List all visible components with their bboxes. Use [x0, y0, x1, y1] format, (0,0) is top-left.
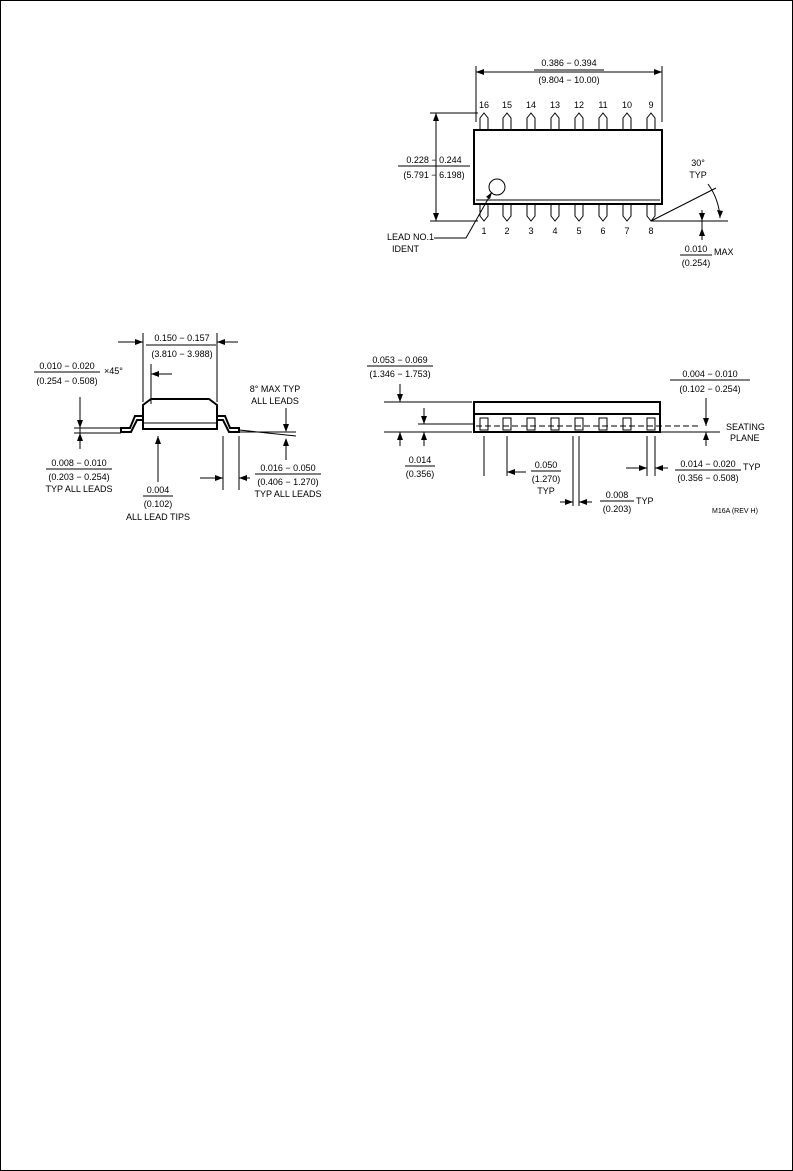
- end-view: 0.150 − 0.157 (3.810 − 3.988) 0.010 − 0.…: [34, 333, 322, 522]
- pin-13-label: 13: [550, 100, 560, 110]
- package-body-top: [473, 129, 663, 205]
- foot-length-inch: 0.016 − 0.050: [260, 463, 315, 473]
- height-mm: (1.346 − 1.753): [369, 369, 430, 379]
- lead-width-inch: 0.014 − 0.020: [680, 459, 735, 469]
- pin-7-label: 7: [624, 226, 629, 236]
- pin-4-label: 4: [552, 226, 557, 236]
- max-suffix: MAX: [714, 247, 734, 257]
- pin-16-label: 16: [479, 100, 489, 110]
- pin-12-label: 12: [574, 100, 584, 110]
- lead-tip-note: ALL LEAD TIPS: [126, 512, 190, 522]
- length-inch: 0.386 − 0.394: [541, 58, 596, 68]
- chamfer-mm: (0.254 − 0.508): [36, 376, 97, 386]
- chamfer-inch: 0.010 − 0.020: [39, 361, 94, 371]
- top-view: 0.386 − 0.394 (9.804 − 10.00) 16 15 14 1…: [387, 58, 734, 268]
- length-mm: (9.804 − 10.00): [538, 75, 599, 85]
- pin-5-label: 5: [576, 226, 581, 236]
- angle-8-note: ALL LEADS: [251, 396, 299, 406]
- angle-30: 30°: [691, 158, 705, 168]
- seating-plane-1: SEATING: [726, 422, 765, 432]
- pin-8-label: 8: [648, 226, 653, 236]
- lead-tip-mm: (0.102): [144, 499, 173, 509]
- lead-ident-line1: LEAD NO.1: [387, 232, 434, 242]
- lead-tip-inch: 0.004: [147, 485, 170, 495]
- standoff-mm: (0.102 − 0.254): [679, 384, 740, 394]
- side-leads: [479, 417, 656, 431]
- pitch-mm: (1.270): [532, 474, 561, 484]
- lead-row: [473, 413, 661, 433]
- height-inch: 0.053 − 0.069: [372, 355, 427, 365]
- lead-height-mm: (0.356): [406, 469, 435, 479]
- lead-ident-line2: IDENT: [392, 244, 420, 254]
- angle-typ: TYP: [689, 170, 707, 180]
- pin-11-label: 11: [598, 100, 607, 110]
- bottom-pin-numbers: 1 2 3 4 5 6 7 8: [481, 226, 653, 236]
- lead-t-mm: (0.203): [603, 504, 632, 514]
- chamfer-suffix: ×45°: [104, 366, 123, 376]
- lead-1-ident-dot: [488, 178, 506, 196]
- pin-9-label: 9: [648, 100, 653, 110]
- pin-1-label: 1: [481, 226, 486, 236]
- drawing-ref: M16A (REV H): [712, 508, 758, 515]
- pin-15-label: 15: [502, 100, 512, 110]
- lead-thickness-inch: 0.008 − 0.010: [51, 458, 106, 468]
- pin-6-label: 6: [600, 226, 605, 236]
- right-lead: [217, 415, 240, 433]
- pin-2-label: 2: [504, 226, 509, 236]
- max-inch: 0.010: [685, 244, 708, 254]
- lead-thickness-mm: (0.203 − 0.254): [48, 472, 109, 482]
- max-mm: (0.254): [682, 258, 711, 268]
- pin-10-label: 10: [622, 100, 632, 110]
- lead-t-typ: TYP: [636, 496, 654, 506]
- pin-14-label: 14: [526, 100, 536, 110]
- package-body-end: [142, 398, 218, 430]
- seating-plane-2: PLANE: [730, 433, 760, 443]
- left-lead: [120, 415, 143, 433]
- body-width-mm: (3.810 − 3.988): [151, 349, 212, 359]
- pin-3-label: 3: [528, 226, 533, 236]
- lead-height-inch: 0.014: [409, 455, 432, 465]
- pitch-inch: 0.050: [535, 460, 558, 470]
- side-view: 0.053 − 0.069 (1.346 − 1.753) 0.014 (0.3…: [367, 355, 765, 515]
- width-mm: (5.791 − 6.198): [403, 170, 464, 180]
- foot-length-note: TYP ALL LEADS: [254, 489, 321, 499]
- bottom-leads: [479, 204, 656, 222]
- lead-thickness-note: TYP ALL LEADS: [45, 484, 112, 494]
- body-width-inch: 0.150 − 0.157: [154, 333, 209, 343]
- top-pin-numbers: 16 15 14 13 12 11 10 9: [479, 100, 654, 110]
- package-body-side: [473, 401, 661, 415]
- foot-length-mm: (0.406 − 1.270): [257, 477, 318, 487]
- lead-width-typ: TYP: [743, 462, 761, 472]
- lead-width-mm: (0.356 − 0.508): [677, 473, 738, 483]
- pitch-typ: TYP: [537, 486, 555, 496]
- lead-t-inch: 0.008: [606, 490, 629, 500]
- angle-8-label: 8° MAX TYP: [250, 384, 300, 394]
- width-inch: 0.228 − 0.244: [406, 155, 461, 165]
- top-leads: [479, 112, 656, 130]
- standoff-inch: 0.004 − 0.010: [682, 369, 737, 379]
